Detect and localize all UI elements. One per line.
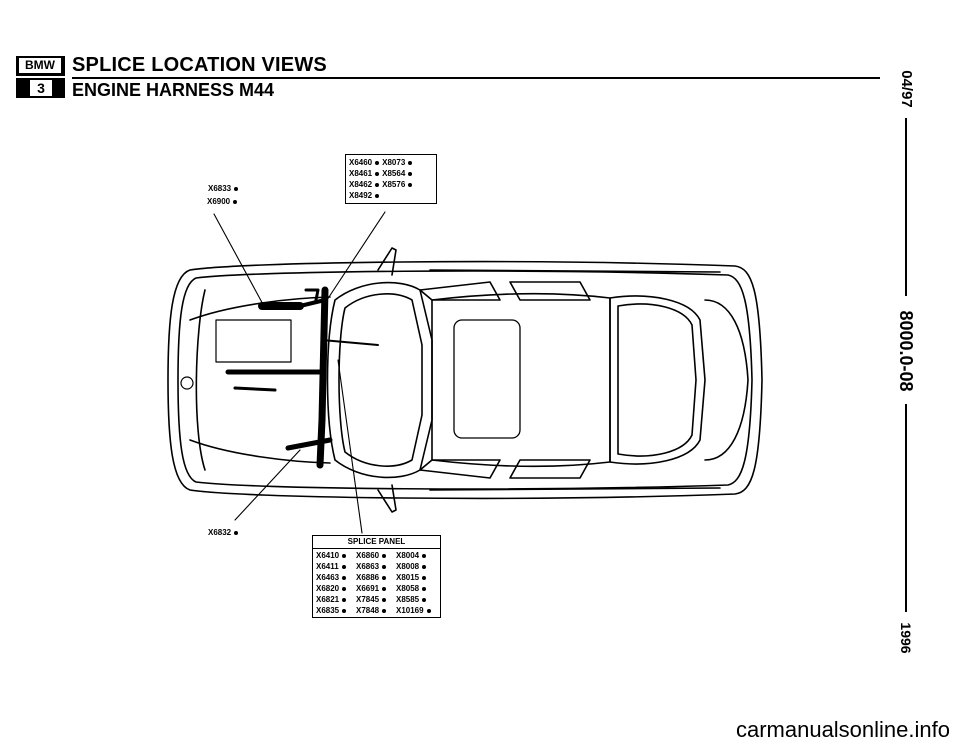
sunroof xyxy=(453,319,521,439)
window-top-rear xyxy=(509,281,591,301)
side-rule-2 xyxy=(905,404,907,612)
windshield-inner xyxy=(338,293,423,467)
airbox xyxy=(215,319,292,363)
leader-top-box xyxy=(326,211,386,301)
engine-harness-branch-2 xyxy=(298,298,327,308)
mirror-top xyxy=(377,247,397,276)
rear-window-inner xyxy=(617,303,697,457)
windshield xyxy=(326,281,433,479)
splice-dot xyxy=(234,186,239,191)
title-rule xyxy=(72,77,880,79)
callout-splice: X6833 xyxy=(208,183,241,194)
side-rule-1 xyxy=(905,118,907,296)
car-body-outline xyxy=(167,260,763,500)
engine-harness-branch-6 xyxy=(321,339,379,346)
trunk-lid xyxy=(704,299,749,461)
callout-splice: X6832 xyxy=(208,527,241,538)
splice-dot xyxy=(234,530,239,535)
leader-splice-panel xyxy=(337,359,363,534)
engine-harness-branch-4 xyxy=(233,386,277,392)
splice-panel-title: SPLICE PANEL xyxy=(313,536,440,549)
engine-harness-branch-5 xyxy=(285,437,333,451)
bmw-3-series-logo: BMW 3 xyxy=(16,56,65,98)
watermark: carmanualsonline.info xyxy=(735,717,950,742)
top-box-row: X8492 xyxy=(349,190,433,201)
callout-splice: X6900 xyxy=(207,196,240,207)
page-subtitle: ENGINE HARNESS M44 xyxy=(72,80,275,100)
roof xyxy=(431,292,611,468)
leader-bottom-left xyxy=(234,449,301,521)
hood-crease-bottom xyxy=(189,439,331,464)
window-bottom-front xyxy=(419,459,501,479)
window-top-front xyxy=(419,281,501,301)
rocker-bottom xyxy=(429,487,721,491)
engine-harness-branch-7 xyxy=(304,288,320,302)
splice-dot xyxy=(233,199,238,204)
page-title: SPLICE LOCATION VIEWS xyxy=(72,54,327,76)
rear-window xyxy=(609,295,706,465)
logo-series: 3 xyxy=(30,80,52,96)
logo-brand: BMW xyxy=(19,58,61,73)
window-bottom-rear xyxy=(509,459,591,479)
leader-top-left xyxy=(213,213,266,309)
hood-left-edge xyxy=(195,289,206,471)
fluid-cap xyxy=(180,376,194,390)
rocker-top xyxy=(429,269,721,273)
mirror-bottom xyxy=(377,484,397,513)
engine-harness-main xyxy=(316,286,329,469)
